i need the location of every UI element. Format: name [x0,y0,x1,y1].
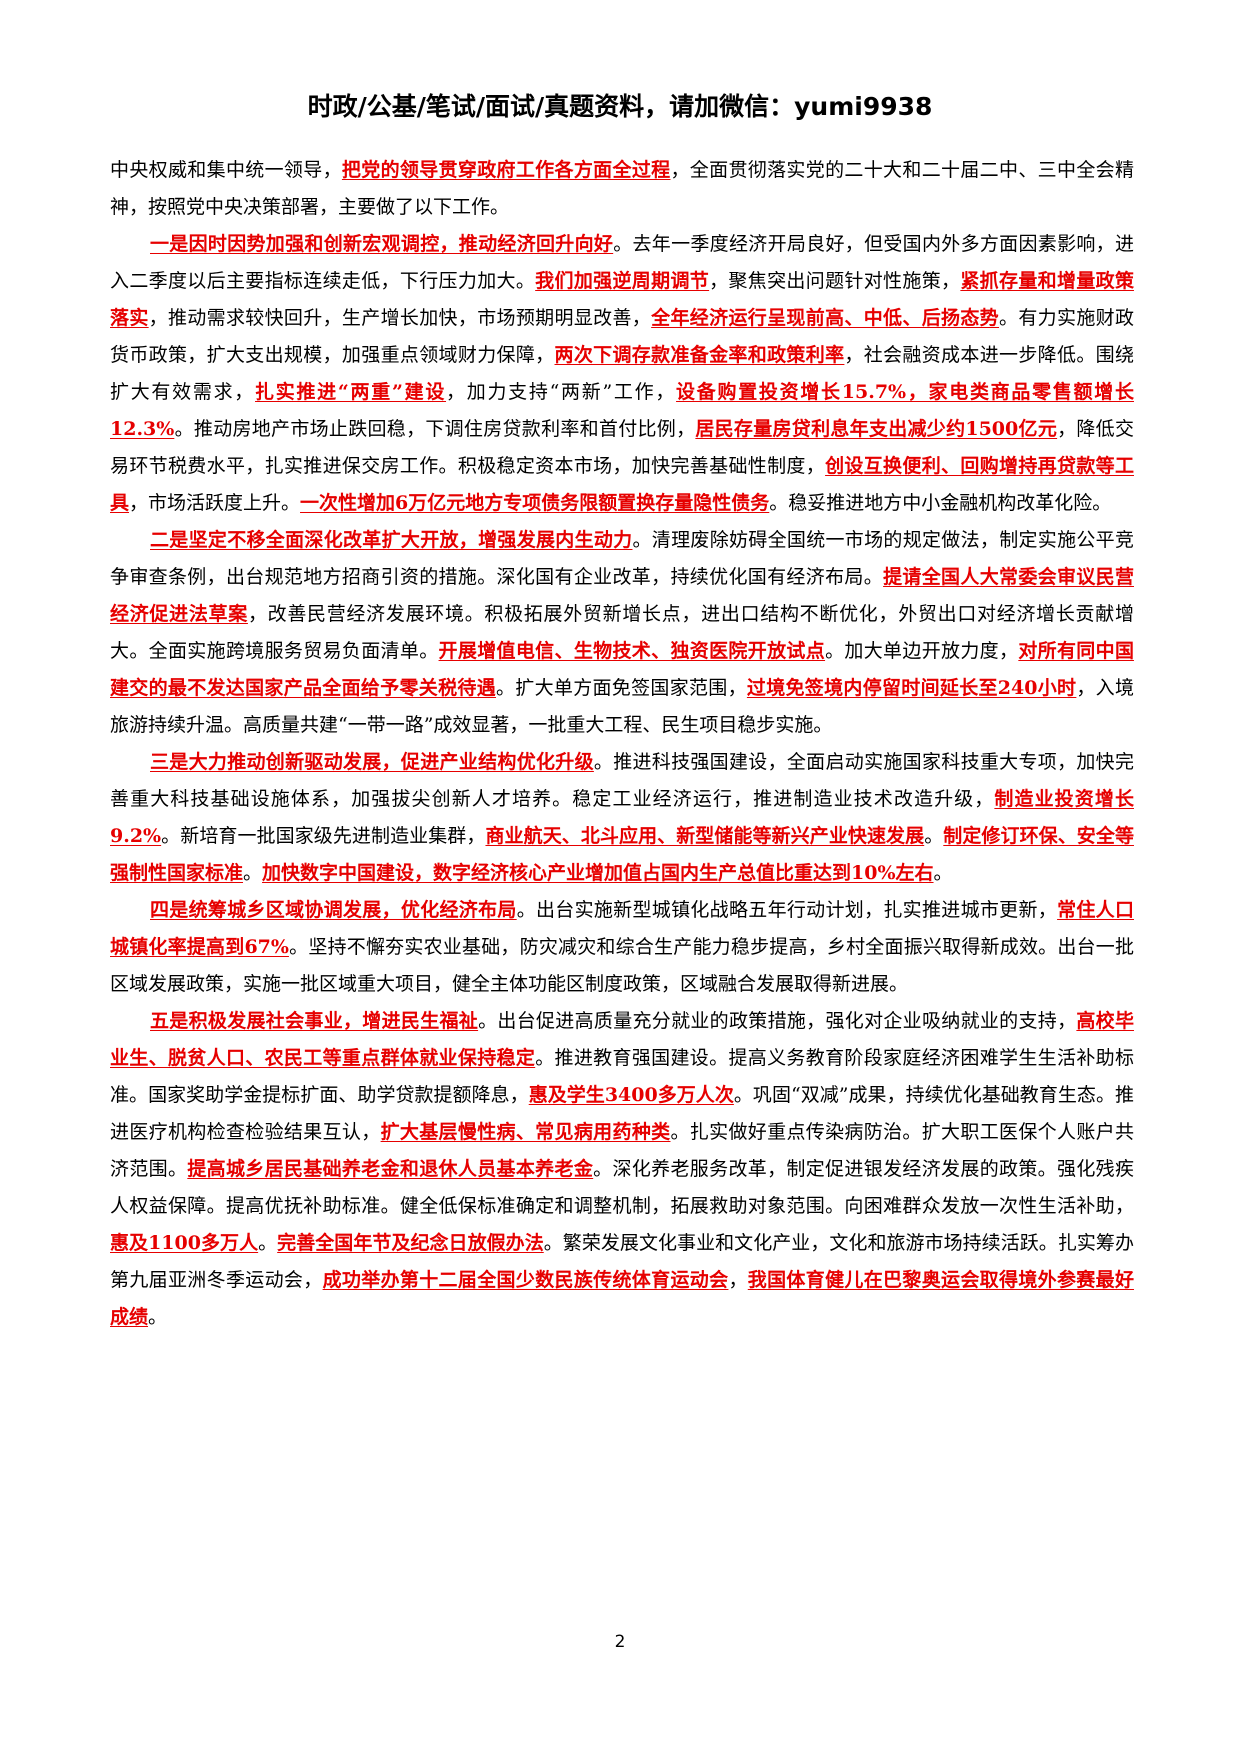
highlighted-text: 我们加强逆周期调节 [535,270,710,292]
highlighted-text: 加快数字中国建设，数字经济核心产业增加值占国内生产总值比重达到10%左右 [262,862,934,884]
highlighted-text: 惠及学生3400多万人次 [528,1084,734,1106]
body-text: 。 [258,1232,278,1254]
paragraph: 五是积极发展社会事业，增进民生福祉。出台促进高质量充分就业的政策措施，强化对企业… [110,1003,1134,1336]
highlighted-text: 设备购置投资增长15.7%，家电类商品零售额增长12.3% [110,381,1134,440]
highlighted-text: 开展增值电信、生物技术、独资医院开放试点 [438,640,826,662]
body-text: 。推动房地产市场止跌回稳，下调住房贷款利率和首付比例， [174,418,696,440]
body-text: 。出台实施新型城镇化战略五年行动计划，扎实推进城市更新， [516,899,1058,921]
highlighted-text: 过境免签境内停留时间延长至240小时 [746,677,1077,699]
body-text: ，改善民营经济发展环境。积极拓展外贸新增长点，进出口结构不断优化，外贸出口对经济… [110,603,1134,662]
body-text: 。加大单边开放力度， [825,640,1019,662]
highlighted-text: 提请全国人大常委会审议民营经济促进法草案 [110,566,1134,625]
body-text: 。繁荣发展文化事业和文化产业，文化和旅游市场持续活跃。扎实筹办第九届亚洲冬季运动… [110,1232,1134,1291]
page-number: 2 [614,1632,626,1652]
paragraph: 三是大力推动创新驱动发展，促进产业结构优化升级。推进科技强国建设，全面启动实施国… [110,744,1134,892]
body-text: 。深化养老服务改革，制定促进银发经济发展的政策。强化残疾人权益保障。提高优抚补助… [110,1158,1134,1217]
highlighted-text: 制定修订环保、安全等强制性国家标准 [110,825,1134,884]
highlighted-text: 扎实推进“两重”建设 [255,381,447,403]
highlighted-text: 把党的领导贯穿政府工作各方面全过程 [341,159,671,181]
body-text: 。 [933,862,953,884]
body-text: 。 [924,825,944,847]
body-text: 中央权威和集中统一领导， [110,159,342,181]
highlighted-text: 一次性增加6万亿元地方专项债务限额置换存量隐性债务 [300,492,770,514]
paragraph: 一是因时因势加强和创新宏观调控，推动经济回升向好。去年一季度经济开局良好，但受国… [110,226,1134,522]
highlighted-text: 两次下调存款准备金率和政策利率 [554,344,845,366]
body-text: 。 [243,862,263,884]
highlighted-text: 提高城乡居民基础养老金和退休人员基本养老金 [187,1158,594,1180]
highlighted-text: 商业航天、北斗应用、新型储能等新兴产业快速发展 [485,825,925,847]
paragraph: 四是统筹城乡区域协调发展，优化经济布局。出台实施新型城镇化战略五年行动计划，扎实… [110,892,1134,1003]
body-text: ， [728,1269,748,1291]
body-text: 。清理废除妨碍全国统一市场的规定做法，制定实施公平竞争审查条例，出台规范地方招商… [110,529,1134,588]
body-text: 。推进教育强国建设。提高义务教育阶段家庭经济困难学生生活补助标准。国家奖助学金提… [110,1047,1134,1106]
body-text: 。有力实施财政货币政策，扩大支出规模，加强重点领域财力保障， [110,307,1134,366]
highlighted-text: 三是大力推动创新驱动发展，促进产业结构优化升级 [150,751,594,773]
highlighted-text: 二是坚定不移全面深化改革扩大开放，增强发展内生动力 [150,529,633,551]
body-text: 。扩大单方面免签国家范围， [496,677,747,699]
body-text: 。出台促进高质量充分就业的政策措施，强化对企业吸纳就业的支持， [478,1010,1077,1032]
highlighted-text: 紧抓存量和增量政策落实 [110,270,1134,329]
highlighted-text: 常住人口城镇化率提高到67% [110,899,1134,958]
highlighted-text: 创设互换便利、回购增持再贷款等工具 [110,455,1134,514]
highlighted-text: 我国体育健儿在巴黎奥运会取得境外参赛最好成绩 [110,1269,1134,1328]
highlighted-text: 居民存量房贷利息年支出减少约1500亿元 [695,418,1058,440]
body-text: ，市场活跃度上升。 [129,492,301,514]
highlighted-text: 完善全国年节及纪念日放假办法 [277,1232,544,1254]
body-text: ，加力支持“两新”工作， [446,381,677,403]
body-text: 。新培育一批国家级先进制造业集群， [161,825,486,847]
highlighted-text: 五是积极发展社会事业，增进民生福祉 [150,1010,479,1032]
body-text: 。巩固“双减”成果，持续优化基础教育生态。推进医疗机构检查检验结果互认， [110,1084,1134,1143]
body-text: ，社会融资成本进一步降低。围绕扩大有效需求， [110,344,1134,403]
body-text: ，推动需求较快回升，生产增长加快，市场预期明显改善， [148,307,652,329]
highlighted-text: 全年经济运行呈现前高、中低、后扬态势 [651,307,1000,329]
body-text: 。 [148,1306,168,1328]
document-body: 中央权威和集中统一领导，把党的领导贯穿政府工作各方面全过程，全面贯彻落实党的二十… [110,152,1134,1336]
highlighted-text: 四是统筹城乡区域协调发展，优化经济布局 [150,899,517,921]
body-text: ，入境旅游持续升温。高质量共建“一带一路”成效显著，一批重大工程、民生项目稳步实… [110,677,1134,736]
body-text: 。扎实做好重点传染病防治。扩大职工医保个人账户共济范围。 [110,1121,1134,1180]
highlighted-text: 成功举办第十二届全国少数民族传统体育运动会 [322,1269,729,1291]
paragraph: 中央权威和集中统一领导，把党的领导贯穿政府工作各方面全过程，全面贯彻落实党的二十… [110,152,1134,226]
page-header: 时政/公基/笔试/面试/真题资料，请加微信：yumi9938 [307,92,933,121]
body-text: ，全面贯彻落实党的二十大和二十届二中、三中全会精神，按照党中央决策部署，主要做了… [110,159,1134,218]
body-text: 。推进科技强国建设，全面启动实施国家科技重大专项，加快完善重大科技基础设施体系，… [110,751,1134,810]
paragraph: 二是坚定不移全面深化改革扩大开放，增强发展内生动力。清理废除妨碍全国统一市场的规… [110,522,1134,744]
body-text: ，聚焦突出问题针对性施策， [709,270,961,292]
body-text: 。坚持不懈夯实农业基础，防灾减灾和综合生产能力稳步提高，乡村全面振兴取得新成效。… [110,936,1134,995]
highlighted-text: 高校毕业生、脱贫人口、农民工等重点群体就业保持稳定 [110,1010,1134,1069]
highlighted-text: 制造业投资增长9.2% [110,788,1134,847]
highlighted-text: 对所有同中国建交的最不发达国家产品全面给予零关税待遇 [110,640,1134,699]
body-text: 。去年一季度经济开局良好，但受国内外多方面因素影响，进入二季度以后主要指标连续走… [110,233,1134,292]
body-text: ，降低交易环节税费水平，扎实推进保交房工作。积极稳定资本市场，加快完善基础性制度… [110,418,1134,477]
highlighted-text: 惠及1100多万人 [110,1232,259,1254]
body-text: 。稳妥推进地方中小金融机构改革化险。 [769,492,1112,514]
highlighted-text: 一是因时因势加强和创新宏观调控，推动经济回升向好 [150,233,614,255]
highlighted-text: 扩大基层慢性病、常见病用药种类 [380,1121,671,1143]
